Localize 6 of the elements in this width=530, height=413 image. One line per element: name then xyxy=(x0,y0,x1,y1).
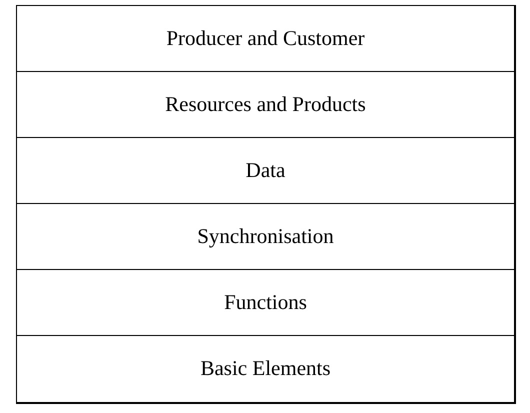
layer-label: Producer and Customer xyxy=(166,24,365,52)
layer-label: Synchronisation xyxy=(197,222,334,250)
layer-label: Basic Elements xyxy=(200,355,331,382)
layer-label: Resources and Products xyxy=(165,90,366,118)
layer-label: Functions xyxy=(224,288,307,316)
layer-label: Data xyxy=(246,156,286,184)
